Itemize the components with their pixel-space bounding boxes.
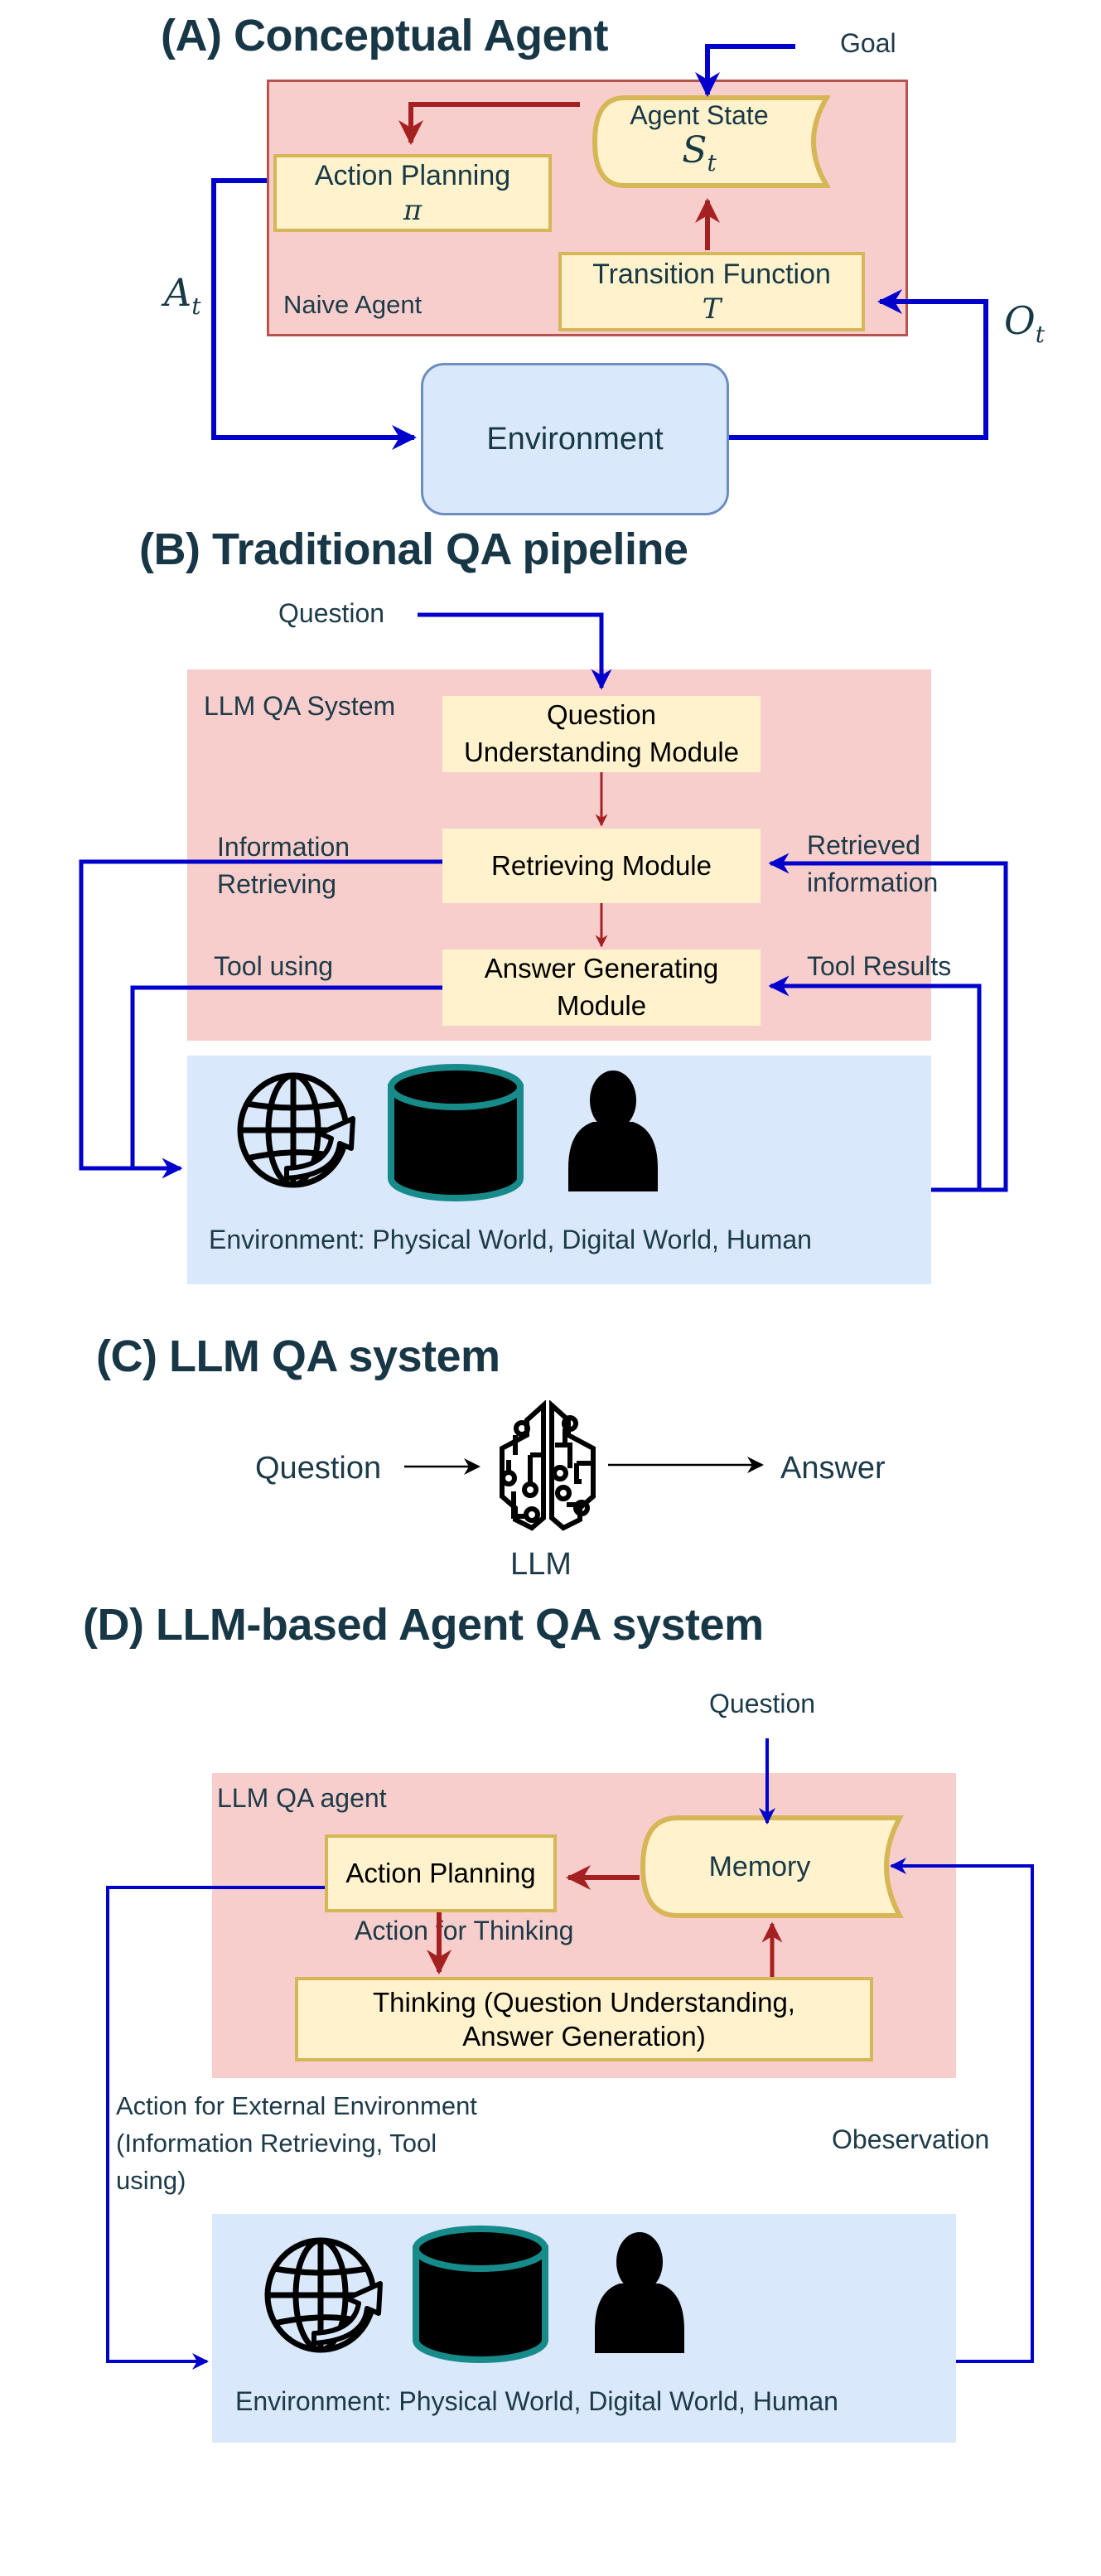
- naive-agent-label: Naive Agent: [283, 290, 423, 319]
- globe-icon: [264, 2237, 383, 2353]
- module-label-line2: Understanding Module: [463, 737, 740, 767]
- observation-symbol: O: [1004, 298, 1036, 343]
- tool-using-label: Tool using: [214, 951, 334, 981]
- goal-label: Goal: [840, 28, 896, 58]
- retrieving-module: Retrieving Module: [442, 829, 761, 903]
- edge-label-line2: Retrieving: [217, 868, 337, 899]
- thinking-node: Thinking (Question Understanding, Answer…: [295, 1977, 873, 2061]
- retrieved-information-label: Retrieved information: [807, 827, 938, 901]
- transition-symbol: T: [702, 292, 722, 326]
- action-edge-label: At: [164, 270, 201, 320]
- environment-node: Environment: [421, 363, 729, 515]
- panel-a-title: (A) Conceptual Agent: [161, 11, 608, 60]
- panel-d-title: (D) LLM-based Agent QA system: [83, 1600, 764, 1650]
- observation-edge-label: Ot: [1004, 298, 1045, 348]
- environment-label-d: Environment: Physical World, Digital Wor…: [235, 2386, 838, 2416]
- action-for-thinking-label: Action for Thinking: [355, 1916, 574, 1945]
- memory-node: Memory: [640, 1815, 905, 1919]
- action-subscript: t: [191, 292, 201, 321]
- module-label-line2: Module: [556, 990, 647, 1021]
- question-label-c: Question: [255, 1451, 382, 1486]
- state-symbol: S: [682, 129, 707, 172]
- question-understanding-module: Question Understanding Module: [442, 696, 761, 772]
- tool-results-label: Tool Results: [807, 951, 952, 981]
- module-label-line1: Retrieving Module: [491, 849, 712, 881]
- action-planning-label-d: Action Planning: [345, 1858, 536, 1889]
- state-subscript: t: [707, 149, 717, 177]
- edge-label-line1: Retrieved: [807, 830, 920, 860]
- globe-icon: [237, 1072, 355, 1188]
- llm-qa-agent-label: LLM QA agent: [217, 1783, 387, 1813]
- llm-label: LLM: [510, 1547, 572, 1582]
- observation-label: Obeservation: [832, 2124, 990, 2154]
- thinking-label-line1: Thinking (Question Understanding,: [373, 1986, 795, 2018]
- edge-label-line2: (Information Retrieving, Tool: [116, 2128, 437, 2158]
- memory-label: Memory: [708, 1850, 811, 1882]
- panel-b-title: (B) Traditional QA pipeline: [139, 524, 688, 574]
- question-label-d: Question: [709, 1689, 816, 1718]
- action-planning-label: Action Planning: [314, 159, 511, 191]
- module-label-line1: Question: [546, 699, 657, 731]
- person-icon: [595, 2232, 684, 2353]
- agent-state-shape: [592, 95, 830, 188]
- memory-shape: [640, 1815, 905, 1918]
- brain-circuit-icon: [500, 1400, 596, 1531]
- answer-label-c: Answer: [780, 1451, 886, 1486]
- thinking-label-line2: Answer Generation): [462, 2021, 706, 2052]
- action-planning-node: Action Planning π: [273, 154, 552, 232]
- edge-label-line1: Information: [217, 832, 350, 862]
- agent-state-node: Agent State St: [592, 94, 830, 189]
- person-icon: [568, 1071, 658, 1191]
- transition-function-node: Transition Function T: [558, 252, 865, 331]
- llm-qa-system-label: LLM QA System: [204, 691, 396, 721]
- transition-function-label: Transition Function: [592, 258, 831, 290]
- answer-generating-module: Answer Generating Module: [442, 950, 761, 1026]
- database-icon: [388, 1064, 524, 1201]
- environment-label: Environment: [486, 421, 664, 457]
- agent-state-label: Agent State: [630, 100, 769, 130]
- edge-label-line3: using): [116, 2165, 186, 2195]
- observation-subscript: t: [1035, 321, 1045, 349]
- action-symbol: A: [164, 270, 192, 315]
- environment-label-b: Environment: Physical World, Digital Wor…: [209, 1225, 812, 1254]
- edge-label-line2: information: [807, 867, 939, 897]
- panel-c-title: (C) LLM QA system: [96, 1331, 500, 1381]
- edge-label-line1: Action for External Environment: [116, 2091, 477, 2120]
- information-retrieving-label: Information Retrieving: [217, 829, 350, 903]
- database-icon: [413, 2226, 548, 2363]
- action-planning-node-d: Action Planning: [325, 1834, 557, 1912]
- module-label-line1: Answer Generating: [484, 953, 719, 984]
- policy-symbol: π: [403, 194, 423, 227]
- external-action-label: Action for External Environment (Informa…: [116, 2088, 477, 2200]
- question-label-b: Question: [278, 598, 385, 628]
